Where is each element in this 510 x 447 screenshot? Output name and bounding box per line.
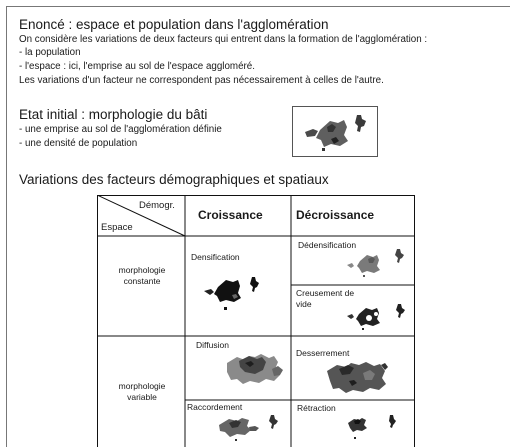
row-variable: morphologie variable [118, 381, 166, 402]
col-decroissance: Décroissance [296, 208, 375, 222]
intro-line-3: - l'espace : ici, l'emprise au sol de l'… [19, 61, 255, 72]
etat-line-2: - une densité de population [19, 138, 138, 149]
cell-raccordement: Raccordement [187, 402, 243, 412]
heading: Enoncé : espace et population dans l'agg… [19, 17, 329, 32]
cell-retraction: Rétraction [297, 403, 336, 413]
densification-shape-icon [204, 277, 259, 310]
creusement-shape-icon [347, 304, 405, 330]
cell-creusement: Creusement de vide [296, 288, 355, 309]
cell-diffusion: Diffusion [196, 340, 229, 350]
etat-title: Etat initial : morphologie du bâti [19, 107, 208, 122]
cell-densification: Densification [191, 252, 240, 262]
cell-desserrement: Desserrement [296, 348, 350, 358]
intro-line-4: Les variations d'un facteur ne correspon… [19, 75, 384, 86]
initial-state-inset [292, 106, 378, 157]
agglomeration-shape-icon [305, 115, 366, 151]
factors-table: Démogr. Espace Croissance Décroissance m… [97, 195, 415, 447]
table-grid [97, 195, 415, 447]
intro-line-2: - la population [19, 47, 81, 58]
corner-demogr: Démogr. [139, 200, 175, 211]
row-constante: morphologie constante [118, 265, 166, 286]
dedensification-shape-icon [347, 249, 404, 277]
variations-title: Variations des facteurs démographiques e… [19, 172, 329, 187]
intro-line-1: On considère les variations de deux fact… [19, 34, 428, 45]
desserrement-shape-icon [327, 362, 388, 393]
diffusion-shape-icon [227, 354, 283, 384]
page-frame [6, 6, 510, 447]
etat-line-1: - une emprise au sol de l'agglomération … [19, 124, 222, 135]
retraction-shape-icon [348, 415, 396, 439]
col-croissance: Croissance [198, 208, 263, 222]
corner-espace: Espace [101, 222, 133, 233]
raccordement-shape-icon [219, 415, 278, 441]
cell-dedensification: Dédensification [298, 240, 357, 250]
